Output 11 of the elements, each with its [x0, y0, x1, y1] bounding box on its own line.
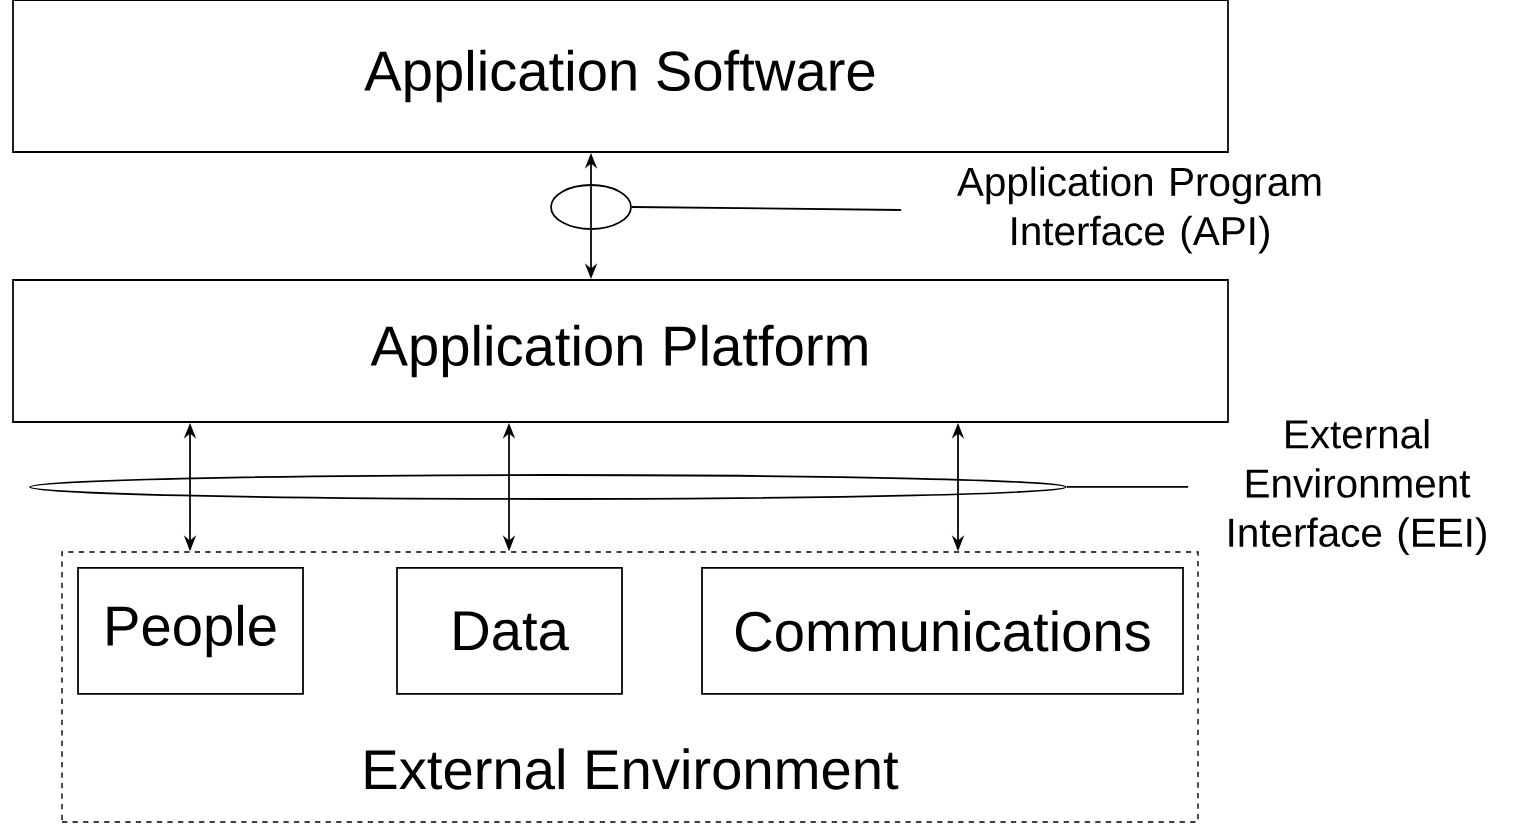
- box: Communications: [701, 567, 1184, 695]
- interface-ellipse: [550, 184, 632, 230]
- interface-ellipse: [29, 474, 1067, 500]
- box: Data: [396, 567, 623, 695]
- leader-line: [631, 206, 902, 211]
- annotation-text: External Environment Interface (EEI): [1229, 418, 1486, 556]
- box: Application Software: [12, 0, 1229, 153]
- box: People: [77, 567, 304, 695]
- annotation-text: Application Program Interface (API): [957, 166, 1321, 254]
- box: Application Platform: [12, 279, 1229, 423]
- leader-line: [1066, 486, 1190, 488]
